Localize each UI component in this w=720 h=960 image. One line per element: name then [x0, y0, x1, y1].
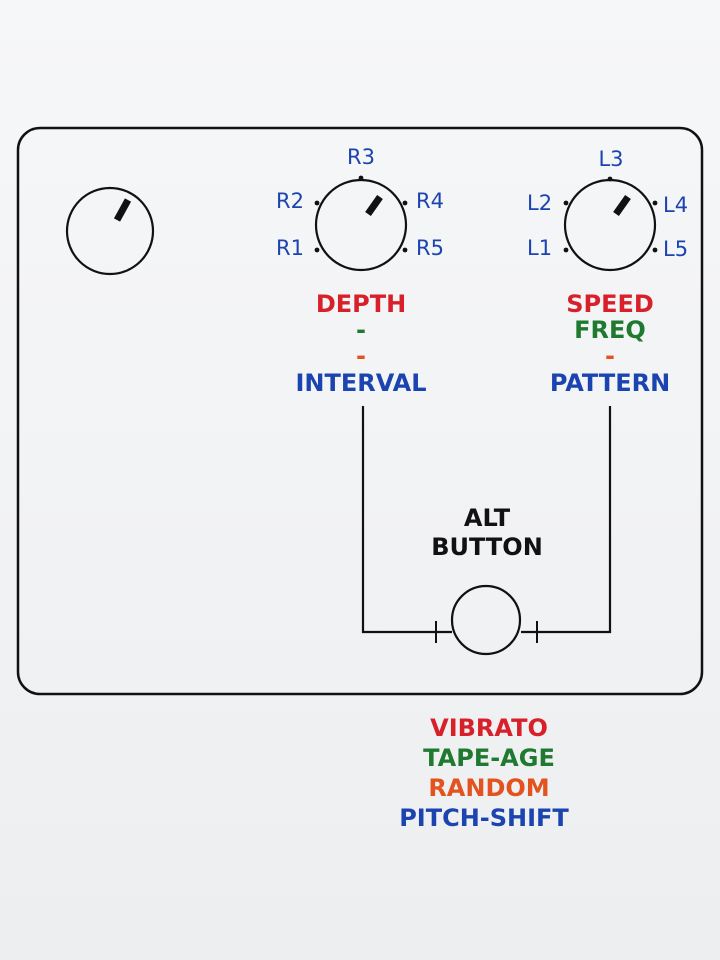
left-knob-label-r5: R5 [416, 236, 444, 260]
mode-vibrato: VIBRATO [430, 714, 548, 742]
volume-knob[interactable] [65, 186, 155, 276]
left-wire [361, 406, 452, 634]
right-label-dash-orange: - [605, 342, 615, 370]
right-label-freq: FREQ [574, 316, 646, 344]
mode-pitch-shift: PITCH-SHIFT [399, 804, 569, 832]
right-selector-knob[interactable] [563, 178, 657, 272]
pedal-enclosure [16, 126, 704, 696]
alt-button-label-line2: BUTTON [431, 533, 543, 561]
left-label-dash-green: - [356, 316, 366, 344]
left-knob-position-dots [314, 175, 408, 253]
left-label-interval: INTERVAL [295, 369, 427, 397]
right-label-speed: SPEED [566, 290, 654, 318]
right-label-pattern: PATTERN [549, 369, 671, 397]
right-wire [521, 406, 612, 634]
left-knob-label-r3: R3 [347, 145, 375, 169]
left-knob-label-r1: R1 [276, 236, 304, 260]
right-knob-position-dots [563, 176, 658, 253]
plus-marks [426, 621, 547, 643]
mode-random: RANDOM [428, 774, 550, 802]
left-label-dash-orange: - [356, 342, 366, 370]
mode-tape-age: TAPE-AGE [423, 744, 555, 772]
left-knob-label-r4: R4 [416, 189, 444, 213]
left-selector-knob[interactable] [314, 178, 408, 272]
alt-footswitch[interactable] [450, 584, 522, 656]
right-knob-label-l5: L5 [663, 237, 689, 261]
right-knob-label-l1: L1 [527, 236, 553, 260]
right-knob-label-l3: L3 [598, 147, 624, 171]
left-knob-label-r2: R2 [276, 189, 304, 213]
right-knob-label-l2: L2 [527, 191, 553, 215]
left-label-depth: DEPTH [315, 290, 407, 318]
right-knob-label-l4: L4 [663, 193, 689, 217]
alt-button-label-line1: ALT [463, 504, 511, 532]
